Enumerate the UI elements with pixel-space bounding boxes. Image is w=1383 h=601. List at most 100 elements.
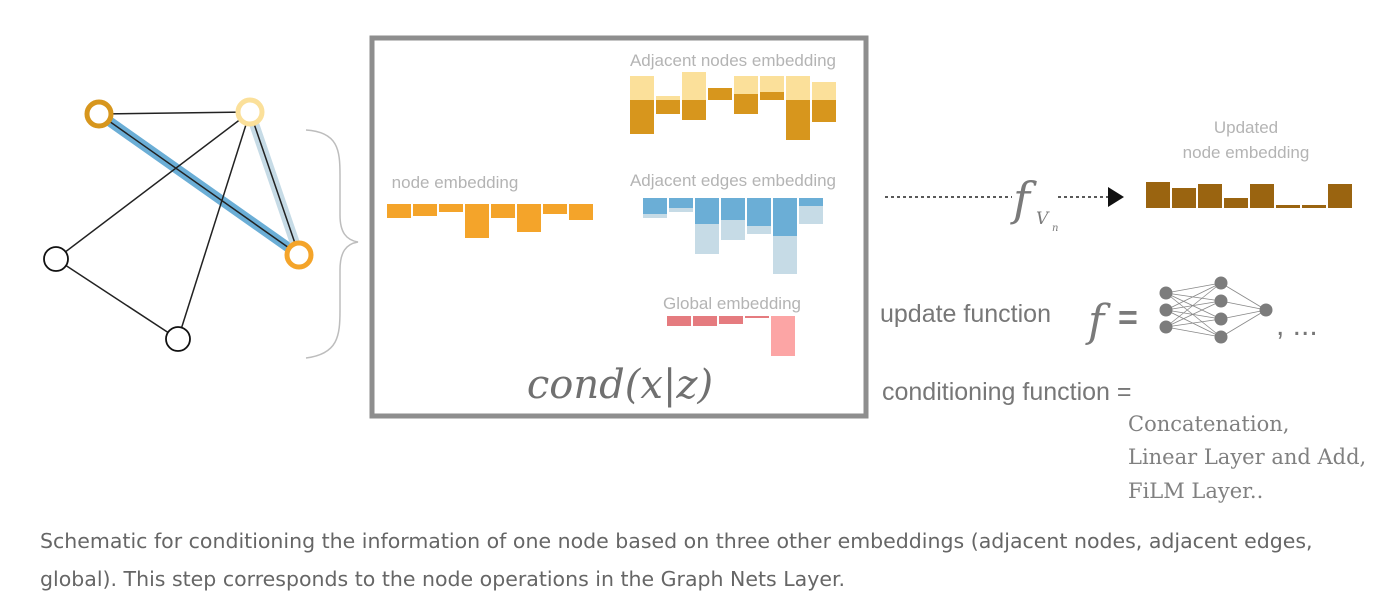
adjacent-node-bar — [734, 94, 758, 114]
updated-node-embedding-bar — [1172, 188, 1196, 208]
updated-node-embedding-bar — [1224, 198, 1248, 208]
nn-connection — [1165, 309, 1222, 320]
nn-neuron — [1159, 303, 1173, 317]
adjacent-edge-bar — [747, 226, 771, 234]
adjacent-edge-bar — [643, 198, 667, 214]
graph — [43, 97, 314, 352]
node-embedding-bar — [569, 204, 593, 220]
node-embedding-bar — [413, 204, 437, 216]
node-embedding-bar — [491, 204, 515, 218]
f-subscript: V — [1036, 209, 1050, 229]
node-embedding-bar — [387, 204, 411, 218]
adjacent-edge-bar — [799, 206, 823, 224]
nn-connection — [1165, 326, 1222, 338]
global-embedding-bars — [667, 316, 795, 356]
adjacent-edge-bar — [695, 224, 719, 254]
adjacent-nodes-embedding-bars — [630, 72, 836, 140]
edge — [55, 258, 179, 340]
figure-caption: Schematic for conditioning the informati… — [40, 529, 1313, 591]
graph-node — [43, 246, 69, 272]
conditioning-option: Concatenation, — [1128, 412, 1289, 436]
edge — [249, 111, 300, 256]
graph-node — [165, 326, 191, 352]
edge — [55, 111, 251, 260]
graph-node-neighbor-b — [235, 97, 265, 127]
adjacent-node-bar — [812, 82, 836, 100]
adjacent-edge-bar — [721, 220, 745, 240]
updated-node-embedding-bar — [1250, 184, 1274, 208]
f-subscript-sub: n — [1052, 223, 1058, 234]
updated-node-embedding-bars — [1146, 182, 1352, 208]
adjacent-edges-embedding-label: Adjacent edges embedding — [630, 171, 836, 190]
node-embedding-bar — [543, 204, 567, 214]
conditioning-option: FiLM Layer.. — [1128, 479, 1263, 503]
adjacent-node-bar — [656, 96, 680, 100]
global-embedding-label: Global embedding — [663, 294, 801, 313]
adjacent-edges-embedding-bars — [643, 198, 823, 274]
global-embedding-bar — [693, 316, 717, 326]
graph-node-neighbor-a — [84, 99, 114, 129]
adjacent-edge-bar — [695, 198, 719, 224]
adjacent-node-bar — [630, 76, 654, 100]
adjacent-node-bar — [682, 72, 706, 100]
updated-node-embedding-bar — [1198, 184, 1222, 208]
adjacent-edge-bar — [773, 198, 797, 236]
nn-connection — [1165, 318, 1222, 328]
nn-neuron — [1214, 330, 1228, 344]
updated-node-embedding-bar — [1276, 205, 1300, 208]
ellipsis: , ... — [1276, 309, 1318, 342]
equals-sign: = — [1118, 299, 1138, 337]
nn-neuron — [1259, 303, 1273, 317]
updated-embedding-label: Updated — [1214, 118, 1278, 137]
adjacent-node-bar — [682, 100, 706, 120]
global-embedding-bar — [667, 316, 691, 326]
node-embedding-label: node embedding — [392, 173, 519, 192]
adjacent-edge-bar — [643, 214, 667, 218]
updated-embedding-label: node embedding — [1183, 143, 1310, 162]
graph-node-target — [284, 240, 314, 270]
global-embedding-bar — [771, 316, 795, 356]
adjacent-edge-bar — [747, 198, 771, 226]
arrow-head-icon — [1108, 187, 1124, 207]
nn-connection — [1165, 292, 1222, 338]
nn-connection — [1165, 282, 1222, 311]
nn-connection — [1165, 282, 1222, 294]
adjacent-edge-bar — [799, 198, 823, 206]
adjacent-edge-bar — [669, 208, 693, 212]
nn-neuron — [1214, 312, 1228, 326]
nn-neuron — [1159, 286, 1173, 300]
adjacent-edge-bar — [721, 198, 745, 220]
updated-node-embedding-bar — [1146, 182, 1170, 208]
nn-neuron — [1159, 320, 1173, 334]
node-embedding-bar — [439, 204, 463, 212]
neural-network-icon — [1159, 276, 1273, 344]
nn-neuron — [1214, 294, 1228, 308]
adjacent-edge-bar — [773, 236, 797, 274]
conditioning-box — [369, 35, 869, 419]
update-function-label: update function — [880, 300, 1051, 328]
conditioning-function-label: conditioning function = — [882, 378, 1132, 406]
nn-connection — [1165, 309, 1222, 338]
adjacent-edge-bar — [669, 198, 693, 208]
nn-connection — [1165, 300, 1222, 328]
nn-connection — [1165, 282, 1222, 328]
nn-connection — [1220, 309, 1267, 338]
nn-connection — [1165, 292, 1222, 302]
adjacent-node-bar — [630, 100, 654, 134]
adjacent-node-bar — [786, 76, 810, 100]
global-embedding-bar — [745, 316, 769, 318]
node-embedding-bar — [465, 204, 489, 238]
cond-formula: cond(x|z) — [527, 362, 713, 408]
adjacent-node-bar — [656, 100, 680, 114]
adjacent-node-bar — [812, 100, 836, 122]
curly-brace — [305, 129, 359, 359]
nn-connection — [1220, 300, 1267, 311]
updated-node-embedding-bar — [1302, 205, 1326, 208]
node-embedding-bars — [387, 204, 593, 238]
edge — [177, 111, 251, 340]
global-embedding-bar — [719, 316, 743, 324]
adjacent-nodes-embedding-label: Adjacent nodes embedding — [630, 51, 836, 70]
adjacent-node-bar — [786, 100, 810, 140]
updated-node-embedding-bar — [1328, 184, 1352, 208]
